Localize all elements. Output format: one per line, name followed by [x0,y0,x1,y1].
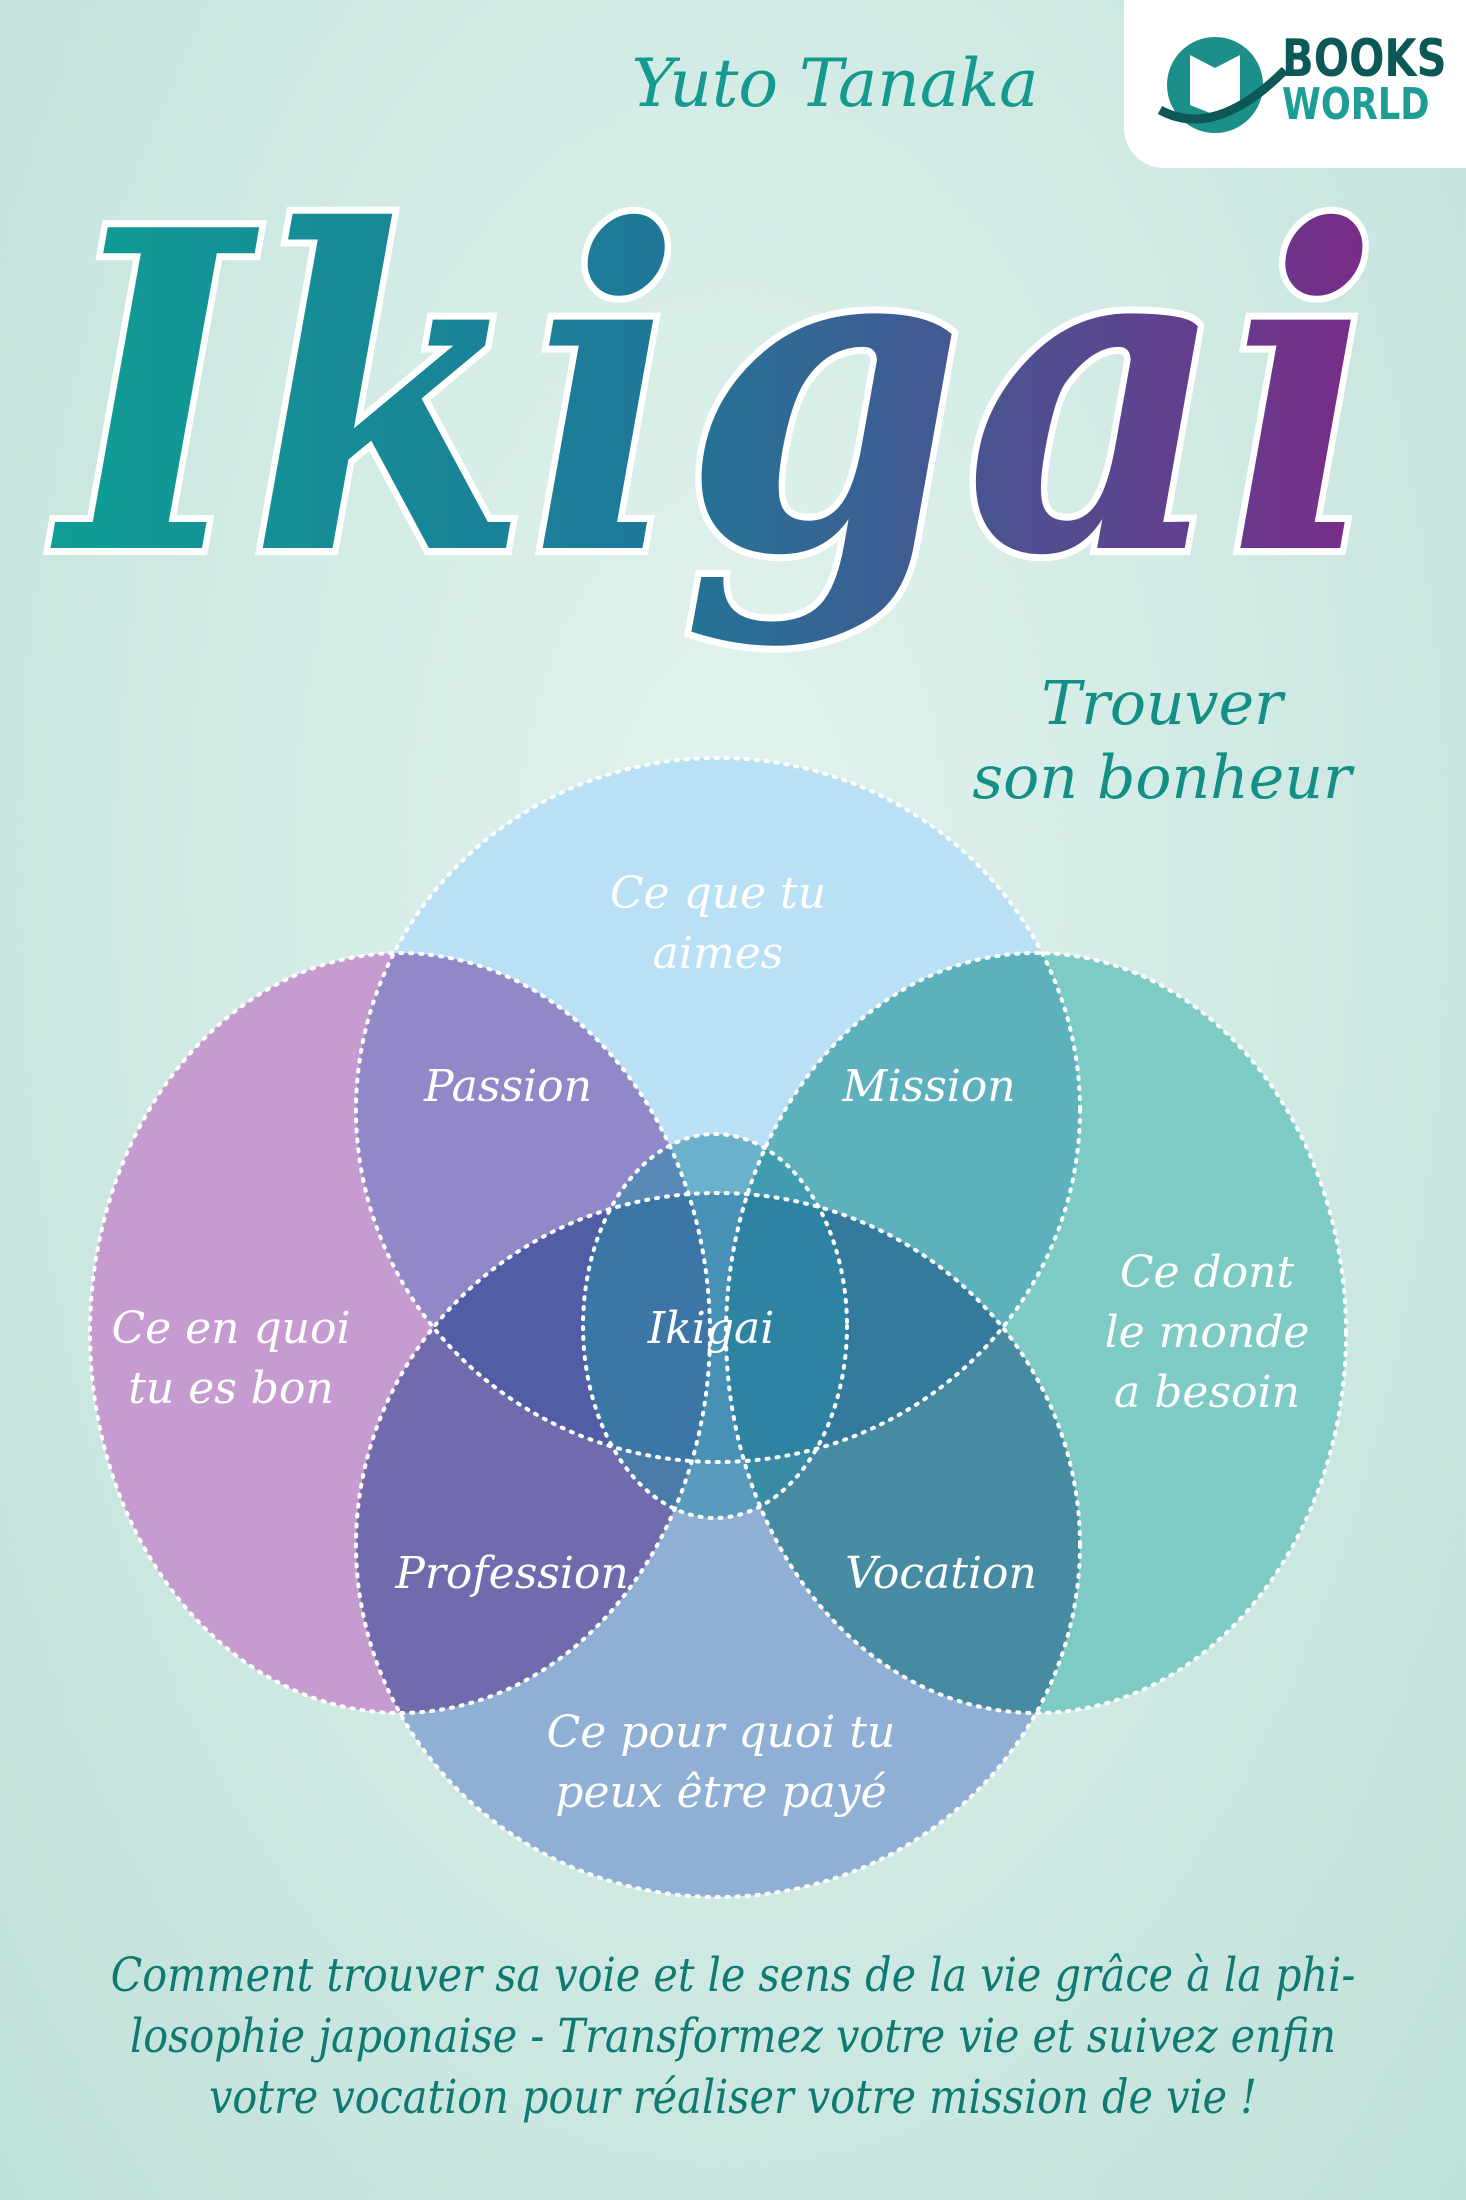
description-line-1: Comment trouver sa voie et le sens de la… [110,1948,1356,2003]
label-ikigai: Ikigai [647,1303,775,1354]
label-paid-for-2: peux être payé [555,1767,886,1818]
circle-paid-for [356,1193,1080,1897]
label-world-needs-3: a besoin [1114,1367,1300,1418]
ikigai-venn-diagram: Ce que tu aimes Passion Mission Ce en qu… [88,756,1348,1899]
book-description: Comment trouver sa voie et le sens de la… [88,1945,1378,2128]
label-profession: Profession [394,1548,629,1599]
circle-ikigai [583,1134,847,1518]
label-paid-for-1: Ce pour quoi tu [547,1707,896,1758]
label-world-needs-1: Ce dont [1120,1247,1295,1298]
author-name: Yuto Tanaka [631,45,1038,122]
publisher-name-line-2: WORLD [1282,79,1430,130]
description-line-3: votre vocation pour réaliser votre missi… [209,2070,1257,2125]
subtitle-line-1: Trouver [1041,669,1286,739]
label-love-1: Ce que tu [610,868,826,919]
description-line-2: losophie japonaise - Transformez votre v… [129,2009,1337,2064]
publisher-logo: BOOKS WORLD [1282,29,1447,130]
label-love-2: aimes [653,928,784,979]
label-passion: Passion [423,1061,592,1112]
label-world-needs-2: le monde [1105,1307,1310,1358]
title: Ikigai [47,135,1380,652]
label-good-at-1: Ce en quoi [111,1303,350,1354]
globe-book-icon [1157,37,1289,133]
label-good-at-2: tu es bon [128,1363,334,1414]
label-vocation: Vocation [845,1548,1037,1599]
label-mission: Mission [841,1061,1015,1112]
subtitle-line-2: son bonheur [972,743,1355,813]
publisher-name-line-1: BOOKS [1282,29,1447,89]
